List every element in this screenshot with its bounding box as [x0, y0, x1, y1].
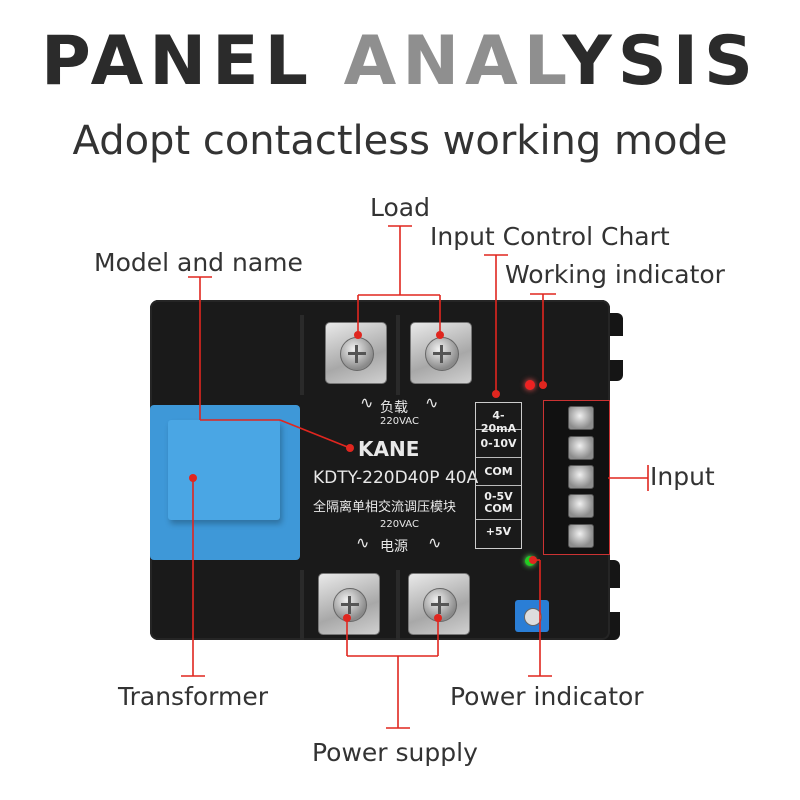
input-screw	[568, 524, 594, 548]
chart-row: 0-5V COM	[476, 491, 521, 520]
chart-row: 0-10V	[476, 437, 521, 458]
screw-icon	[340, 337, 374, 371]
power-voltage: 220VAC	[380, 519, 419, 530]
label-transformer: Transformer	[118, 682, 269, 711]
load-label: 负载	[380, 400, 408, 416]
input-screw	[568, 436, 594, 460]
ac-wave-icon: ∿	[360, 393, 374, 412]
body-groove	[300, 570, 304, 640]
body-groove	[396, 315, 400, 395]
ac-wave-icon: ∿	[356, 533, 370, 552]
power-terminal	[318, 573, 380, 635]
chart-row: COM	[476, 465, 521, 486]
input-screw	[568, 494, 594, 518]
label-power-supply: Power supply	[312, 738, 478, 767]
power-label: 电源	[380, 539, 408, 555]
screw-icon	[425, 337, 459, 371]
working-indicator-led	[525, 380, 535, 390]
body-groove	[300, 315, 304, 395]
label-model-and-name: Model and name	[94, 248, 303, 277]
chart-row: 4-20mA	[476, 409, 521, 435]
load-voltage: 220VAC	[380, 416, 419, 427]
model-number: KDTY-220D40P 40A	[313, 468, 479, 488]
ac-wave-icon: ∿	[425, 393, 439, 412]
page-subtitle: Adopt contactless working mode	[72, 118, 728, 164]
transformer-cap	[168, 420, 280, 520]
transformer	[150, 405, 300, 560]
label-input-control-chart: Input Control Chart	[430, 222, 670, 251]
power-terminal	[408, 573, 470, 635]
label-load: Load	[370, 193, 430, 222]
ac-wave-icon: ∿	[428, 533, 442, 552]
input-screw	[568, 406, 594, 430]
load-terminal	[325, 322, 387, 384]
input-control-chart: 4-20mA 0-10V COM 0-5V COM +5V	[475, 402, 522, 549]
potentiometer	[515, 600, 549, 632]
label-working-indicator: Working indicator	[505, 260, 725, 289]
label-power-indicator: Power indicator	[450, 682, 644, 711]
brand-logo: KANE	[358, 437, 420, 461]
input-screw	[568, 465, 594, 489]
label-input: Input	[650, 462, 715, 491]
page-title: PANEL ANALYSIS	[41, 22, 759, 101]
chinese-name: 全隔离单相交流调压模块	[313, 500, 457, 515]
chart-row: +5V	[485, 525, 512, 538]
body-groove	[396, 570, 400, 640]
